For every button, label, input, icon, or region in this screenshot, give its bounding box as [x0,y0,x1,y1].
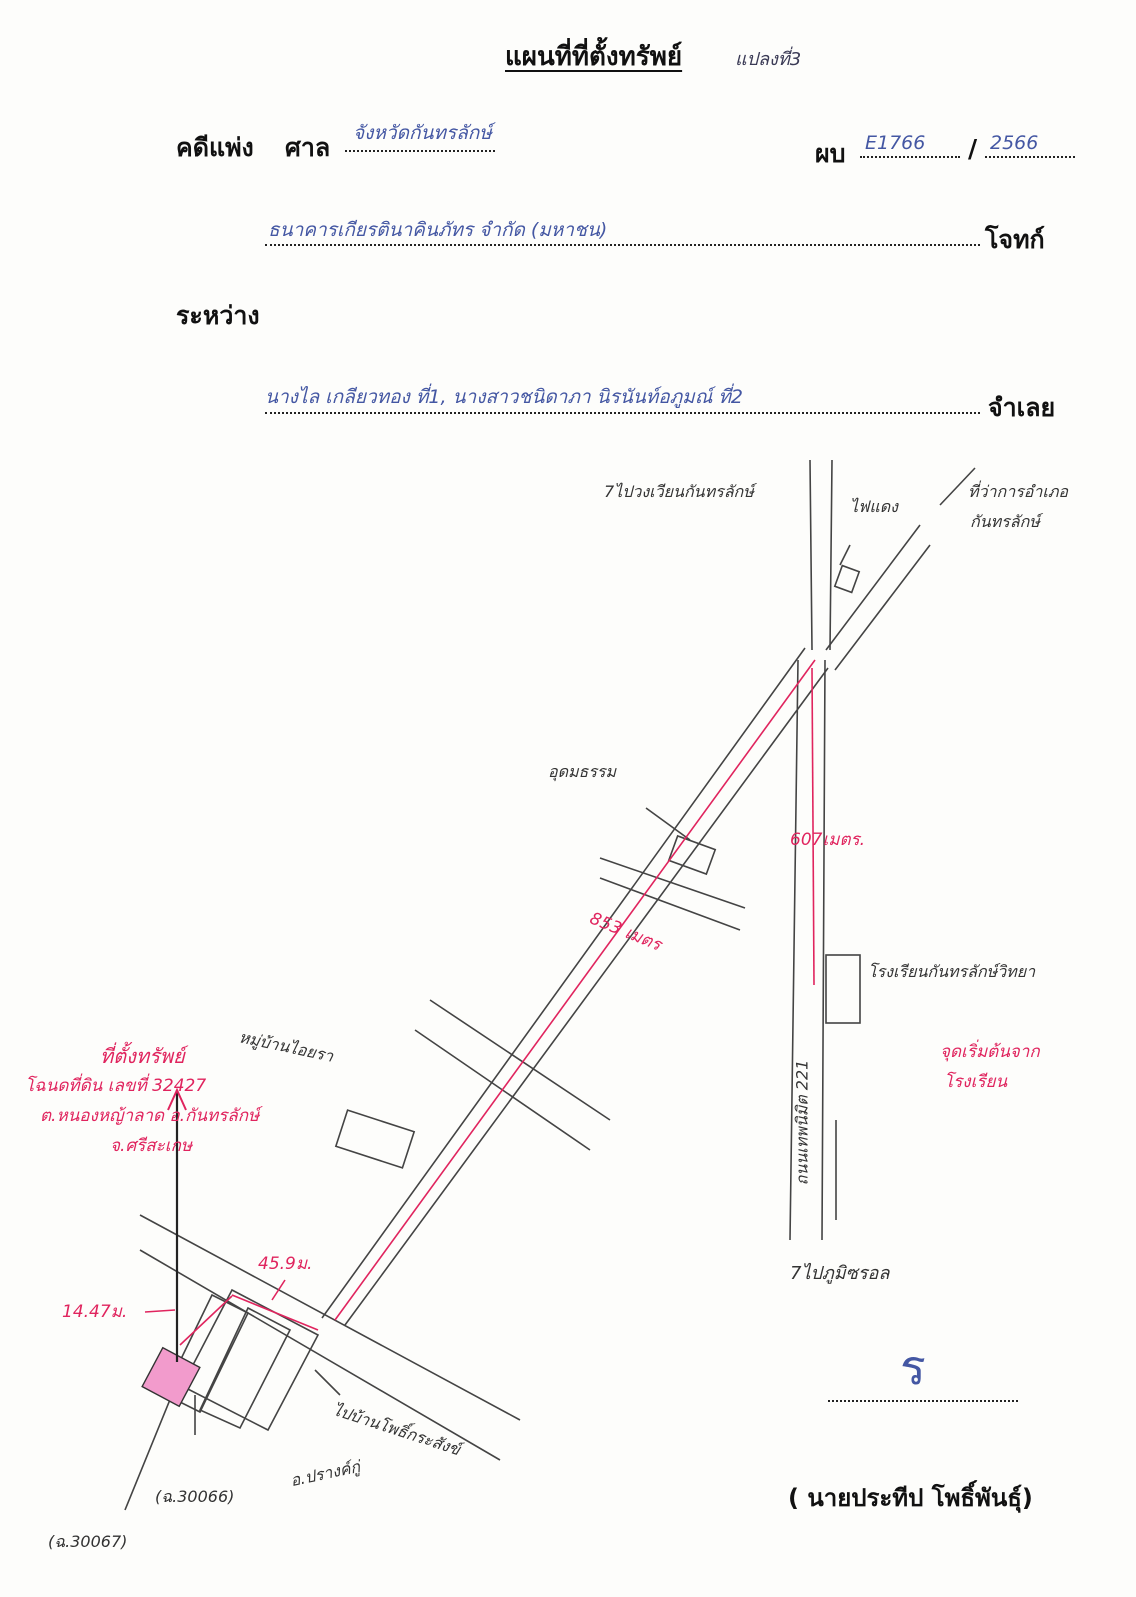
case-number-dotted-line [860,154,960,158]
label-road-221: ถนนเทพนิมิต 221 [792,1059,812,1186]
red-line-small-1 [231,1294,319,1331]
arrow-bottom-road [314,1369,341,1396]
between-label: ระหว่าง [176,301,260,330]
plaintiff-dotted-line [265,242,980,246]
school-box [825,954,861,1024]
red-line-diagonal [334,659,816,1321]
temple-box [667,834,717,876]
property-parcel [141,1346,201,1408]
plaintiff-label: โจทก์ [985,225,1045,254]
case-type-label: คดีแพ่ง [176,133,254,162]
village-box [334,1109,416,1169]
label-property-province: จ.ศรีสะเกษ [110,1136,193,1156]
label-distance-right: 607เมตร. [790,830,866,850]
case-number-slash: / [968,134,978,163]
road-to-district-office [825,524,931,671]
label-to-bottom-right: 7ไปภูมิซรอล [790,1263,890,1284]
court-dotted-line [345,148,495,152]
defendant-value: นางไล เกลียวทอง ที่1, นางสาวชนิดาภา นิรน… [265,386,743,408]
title-handwritten-note: แปลงที่3 [735,49,802,70]
cross-street-1 [599,857,746,931]
signature-mark: ร [900,1340,926,1396]
label-traffic-light: ไฟแดง [850,497,898,516]
red-line-dist-1 [271,1279,286,1301]
defendant-label: จำเลย [988,393,1056,422]
label-district-office-2: กันทรลักษ์ [970,512,1040,531]
red-line-small-2 [179,1295,233,1346]
label-district-office-1: ที่ว่าการอำเภอ [968,482,1068,501]
property-pointer-head [167,1087,187,1111]
label-distance-small-2: 14.47ม. [62,1302,128,1322]
arrow-power [839,544,851,566]
label-neighbor-1: (ฉ.30066) [155,1487,235,1506]
court-value: จังหวัดกันทรลักษ์ [353,122,492,144]
label-property-deed: โฉนดที่ดิน เลขที่ 32427 [25,1076,207,1096]
label-distance-small-1: 45.9ม. [258,1254,313,1274]
label-school: โรงเรียนกันทรลักษ์วิทยา [868,962,1036,981]
traffic-light-box [833,564,861,594]
label-temple: อุดมธรรม [548,762,617,781]
label-start-point-2: โรงเรียน [944,1072,1008,1092]
label-to-roundabout: 7ไปวงเวียนกันทรลักษ์ [604,482,754,501]
main-road-top [809,459,833,651]
page-title: แผนที่ที่ตั้งทรัพย์ [505,42,683,72]
bottom-road [139,1214,521,1461]
red-line-dist-2 [144,1309,176,1313]
red-line-right [811,667,815,986]
defendant-dotted-line [265,410,980,414]
arrow-temple [645,807,691,841]
signature-dotted-line [828,1398,1018,1402]
case-year-dotted-line [985,154,1075,158]
label-neighbor-2: (ฉ.30067) [48,1532,128,1551]
label-start-point-1: จุดเริ่มต้นจาก [940,1042,1040,1062]
signer-name: ( นายประทีป โพธิ์พันธุ์) [788,1484,1033,1512]
plaintiff-value: ธนาคารเกียรตินาคินภัทร จำกัด (มหาชน) [268,219,608,241]
label-property-subdistrict: ต.หนองหญ้าลาด อ.กันทรลักษ์ [40,1106,260,1126]
road-221 [789,659,826,1241]
arrow-district [939,467,976,506]
label-property-title: ที่ตั้งทรัพย์ [100,1044,185,1068]
diagonal-road [321,647,829,1326]
court-label: ศาล [285,133,331,162]
case-year-value: 2566 [990,132,1039,154]
case-number-label: ผบ [815,139,846,168]
case-number-value: E1766 [865,132,926,154]
